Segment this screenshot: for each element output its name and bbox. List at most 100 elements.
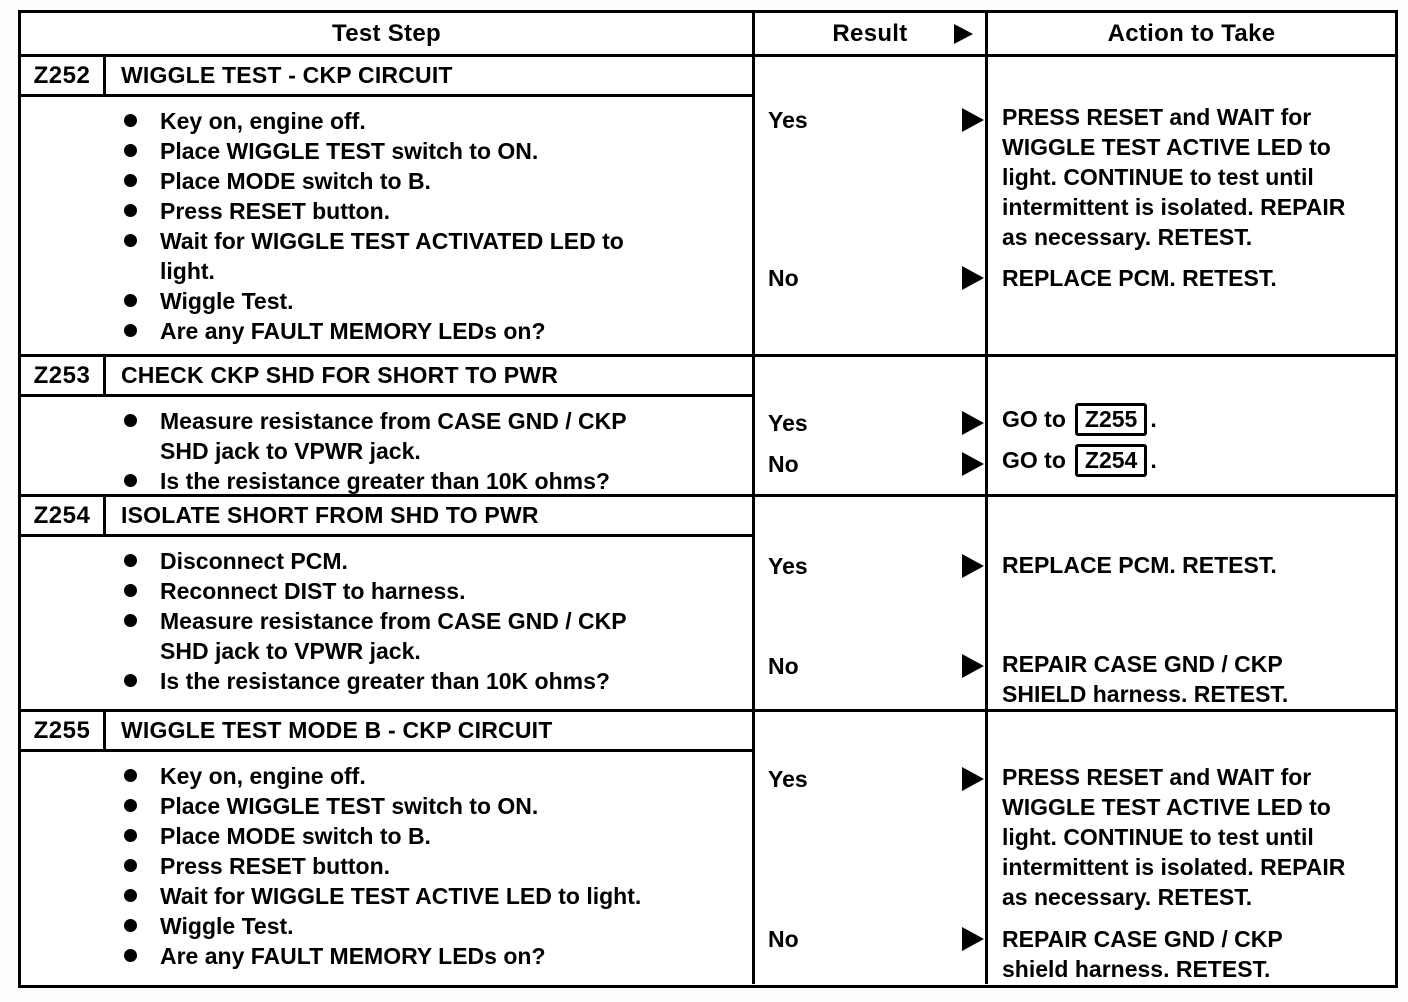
step-text: Is the resistance greater than 10K ohms?: [160, 668, 610, 694]
column-header-test-step: Test Step: [21, 13, 755, 54]
step-item: Disconnect PCM.: [21, 546, 752, 576]
goto-suffix: .: [1150, 447, 1157, 473]
bullet-icon: [124, 234, 137, 247]
step-text: Are any FAULT MEMORY LEDs on?: [160, 943, 546, 969]
result-cell: Yes No: [755, 497, 988, 709]
result-no: No: [755, 651, 985, 681]
goto-suffix: .: [1150, 406, 1157, 432]
step-text: Place MODE switch to B.: [160, 823, 431, 849]
step-text: Wait for WIGGLE TEST ACTIVATED LED to li…: [160, 228, 624, 284]
test-step-header: Z253 CHECK CKP SHD FOR SHORT TO PWR: [21, 357, 752, 397]
result-arrow-icon: [954, 23, 973, 44]
step-item: Press RESET button.: [21, 196, 752, 226]
column-header-result-label: Result: [832, 19, 908, 47]
step-text: Place WIGGLE TEST switch to ON.: [160, 793, 539, 819]
test-row-z255: Z255 WIGGLE TEST MODE B - CKP CIRCUIT Ke…: [21, 712, 1395, 984]
step-text: Reconnect DIST to harness.: [160, 578, 466, 604]
result-label: Yes: [768, 552, 808, 579]
test-step-list: Key on, engine off. Place WIGGLE TEST sw…: [21, 752, 752, 971]
test-step-cell: Z252 WIGGLE TEST - CKP CIRCUIT Key on, e…: [21, 57, 755, 354]
test-step-header: Z255 WIGGLE TEST MODE B - CKP CIRCUIT: [21, 712, 752, 752]
result-label: Yes: [768, 765, 808, 792]
test-step-cell: Z254 ISOLATE SHORT FROM SHD TO PWR Disco…: [21, 497, 755, 709]
test-reference-z255: Z255: [1074, 403, 1148, 436]
test-step-cell: Z255 WIGGLE TEST MODE B - CKP CIRCUIT Ke…: [21, 712, 755, 984]
bullet-icon: [124, 114, 137, 127]
test-step-list: Key on, engine off. Place WIGGLE TEST sw…: [21, 97, 752, 346]
goto-prefix: GO to: [1002, 406, 1066, 432]
result-arrow-icon: [962, 452, 984, 476]
result-cell: Yes No: [755, 57, 988, 354]
step-text: Key on, engine off.: [160, 763, 366, 789]
step-item: Place WIGGLE TEST switch to ON.: [21, 136, 752, 166]
step-text: Press RESET button.: [160, 198, 391, 224]
test-code: Z252: [21, 57, 106, 94]
step-text: Are any FAULT MEMORY LEDs on?: [160, 318, 546, 344]
step-item: Measure resistance from CASE GND / CKP S…: [21, 606, 752, 666]
bullet-icon: [124, 769, 137, 782]
action-no-text: REPAIR CASE GND / CKP SHIELD harness. RE…: [1002, 651, 1289, 707]
step-item: Key on, engine off.: [21, 761, 752, 791]
step-item: Key on, engine off.: [21, 106, 752, 136]
test-code: Z253: [21, 357, 106, 394]
test-code: Z255: [21, 712, 106, 749]
result-label: No: [768, 450, 799, 477]
result-no: No: [755, 449, 985, 479]
test-title: ISOLATE SHORT FROM SHD TO PWR: [121, 502, 539, 528]
result-arrow-icon: [962, 654, 984, 678]
action-yes-text: PRESS RESET and WAIT for WIGGLE TEST ACT…: [1002, 764, 1346, 910]
step-item-question: Are any FAULT MEMORY LEDs on?: [21, 941, 752, 971]
action-yes-text: PRESS RESET and WAIT for WIGGLE TEST ACT…: [1002, 104, 1346, 250]
result-arrow-icon: [962, 266, 984, 290]
table-header-row: Test Step Result Action to Take: [21, 13, 1395, 57]
result-yes: Yes: [755, 105, 985, 135]
step-text: Press RESET button.: [160, 853, 391, 879]
step-item-question: Are any FAULT MEMORY LEDs on?: [21, 316, 752, 346]
bullet-icon: [124, 799, 137, 812]
bullet-icon: [124, 554, 137, 567]
bullet-icon: [124, 889, 137, 902]
step-item: Wait for WIGGLE TEST ACTIVE LED to light…: [21, 881, 752, 911]
action-cell: PRESS RESET and WAIT for WIGGLE TEST ACT…: [988, 57, 1395, 354]
step-text: Place WIGGLE TEST switch to ON.: [160, 138, 539, 164]
bullet-icon: [124, 614, 137, 627]
test-step-header: Z254 ISOLATE SHORT FROM SHD TO PWR: [21, 497, 752, 537]
column-header-action: Action to Take: [1107, 19, 1276, 47]
bullet-icon: [124, 919, 137, 932]
test-title: WIGGLE TEST MODE B - CKP CIRCUIT: [121, 717, 553, 743]
column-header-result: Result: [755, 13, 988, 54]
step-item-question: Is the resistance greater than 10K ohms?: [21, 466, 752, 496]
action-yes-text: REPLACE PCM. RETEST.: [1002, 552, 1277, 578]
action-cell: PRESS RESET and WAIT for WIGGLE TEST ACT…: [988, 712, 1395, 984]
bullet-icon: [124, 474, 137, 487]
test-title: WIGGLE TEST - CKP CIRCUIT: [121, 62, 453, 88]
test-step-list: Disconnect PCM. Reconnect DIST to harnes…: [21, 537, 752, 696]
action-no-text: REPAIR CASE GND / CKP shield harness. RE…: [1002, 926, 1283, 982]
step-item: Reconnect DIST to harness.: [21, 576, 752, 606]
result-arrow-icon: [962, 411, 984, 435]
test-row-z254: Z254 ISOLATE SHORT FROM SHD TO PWR Disco…: [21, 497, 1395, 712]
step-text: Is the resistance greater than 10K ohms?: [160, 468, 610, 494]
bullet-icon: [124, 859, 137, 872]
goto-prefix: GO to: [1002, 447, 1066, 473]
test-step-cell: Z253 CHECK CKP SHD FOR SHORT TO PWR Meas…: [21, 357, 755, 494]
step-item: Place MODE switch to B.: [21, 821, 752, 851]
bullet-icon: [124, 324, 137, 337]
step-text: Measure resistance from CASE GND / CKP S…: [160, 608, 627, 664]
step-text: Wiggle Test.: [160, 913, 294, 939]
bullet-icon: [124, 144, 137, 157]
result-arrow-icon: [962, 554, 984, 578]
result-arrow-icon: [962, 767, 984, 791]
test-row-z253: Z253 CHECK CKP SHD FOR SHORT TO PWR Meas…: [21, 357, 1395, 497]
step-text: Measure resistance from CASE GND / CKP S…: [160, 408, 627, 464]
action-cell: REPLACE PCM. RETEST. REPAIR CASE GND / C…: [988, 497, 1395, 709]
bullet-icon: [124, 414, 137, 427]
result-label: Yes: [768, 106, 808, 133]
result-cell: Yes No: [755, 357, 988, 494]
test-step-list: Measure resistance from CASE GND / CKP S…: [21, 397, 752, 496]
action-no-text: REPLACE PCM. RETEST.: [1002, 265, 1277, 291]
step-text: Wait for WIGGLE TEST ACTIVE LED to light…: [160, 883, 642, 909]
bullet-icon: [124, 674, 137, 687]
result-yes: Yes: [755, 551, 985, 581]
